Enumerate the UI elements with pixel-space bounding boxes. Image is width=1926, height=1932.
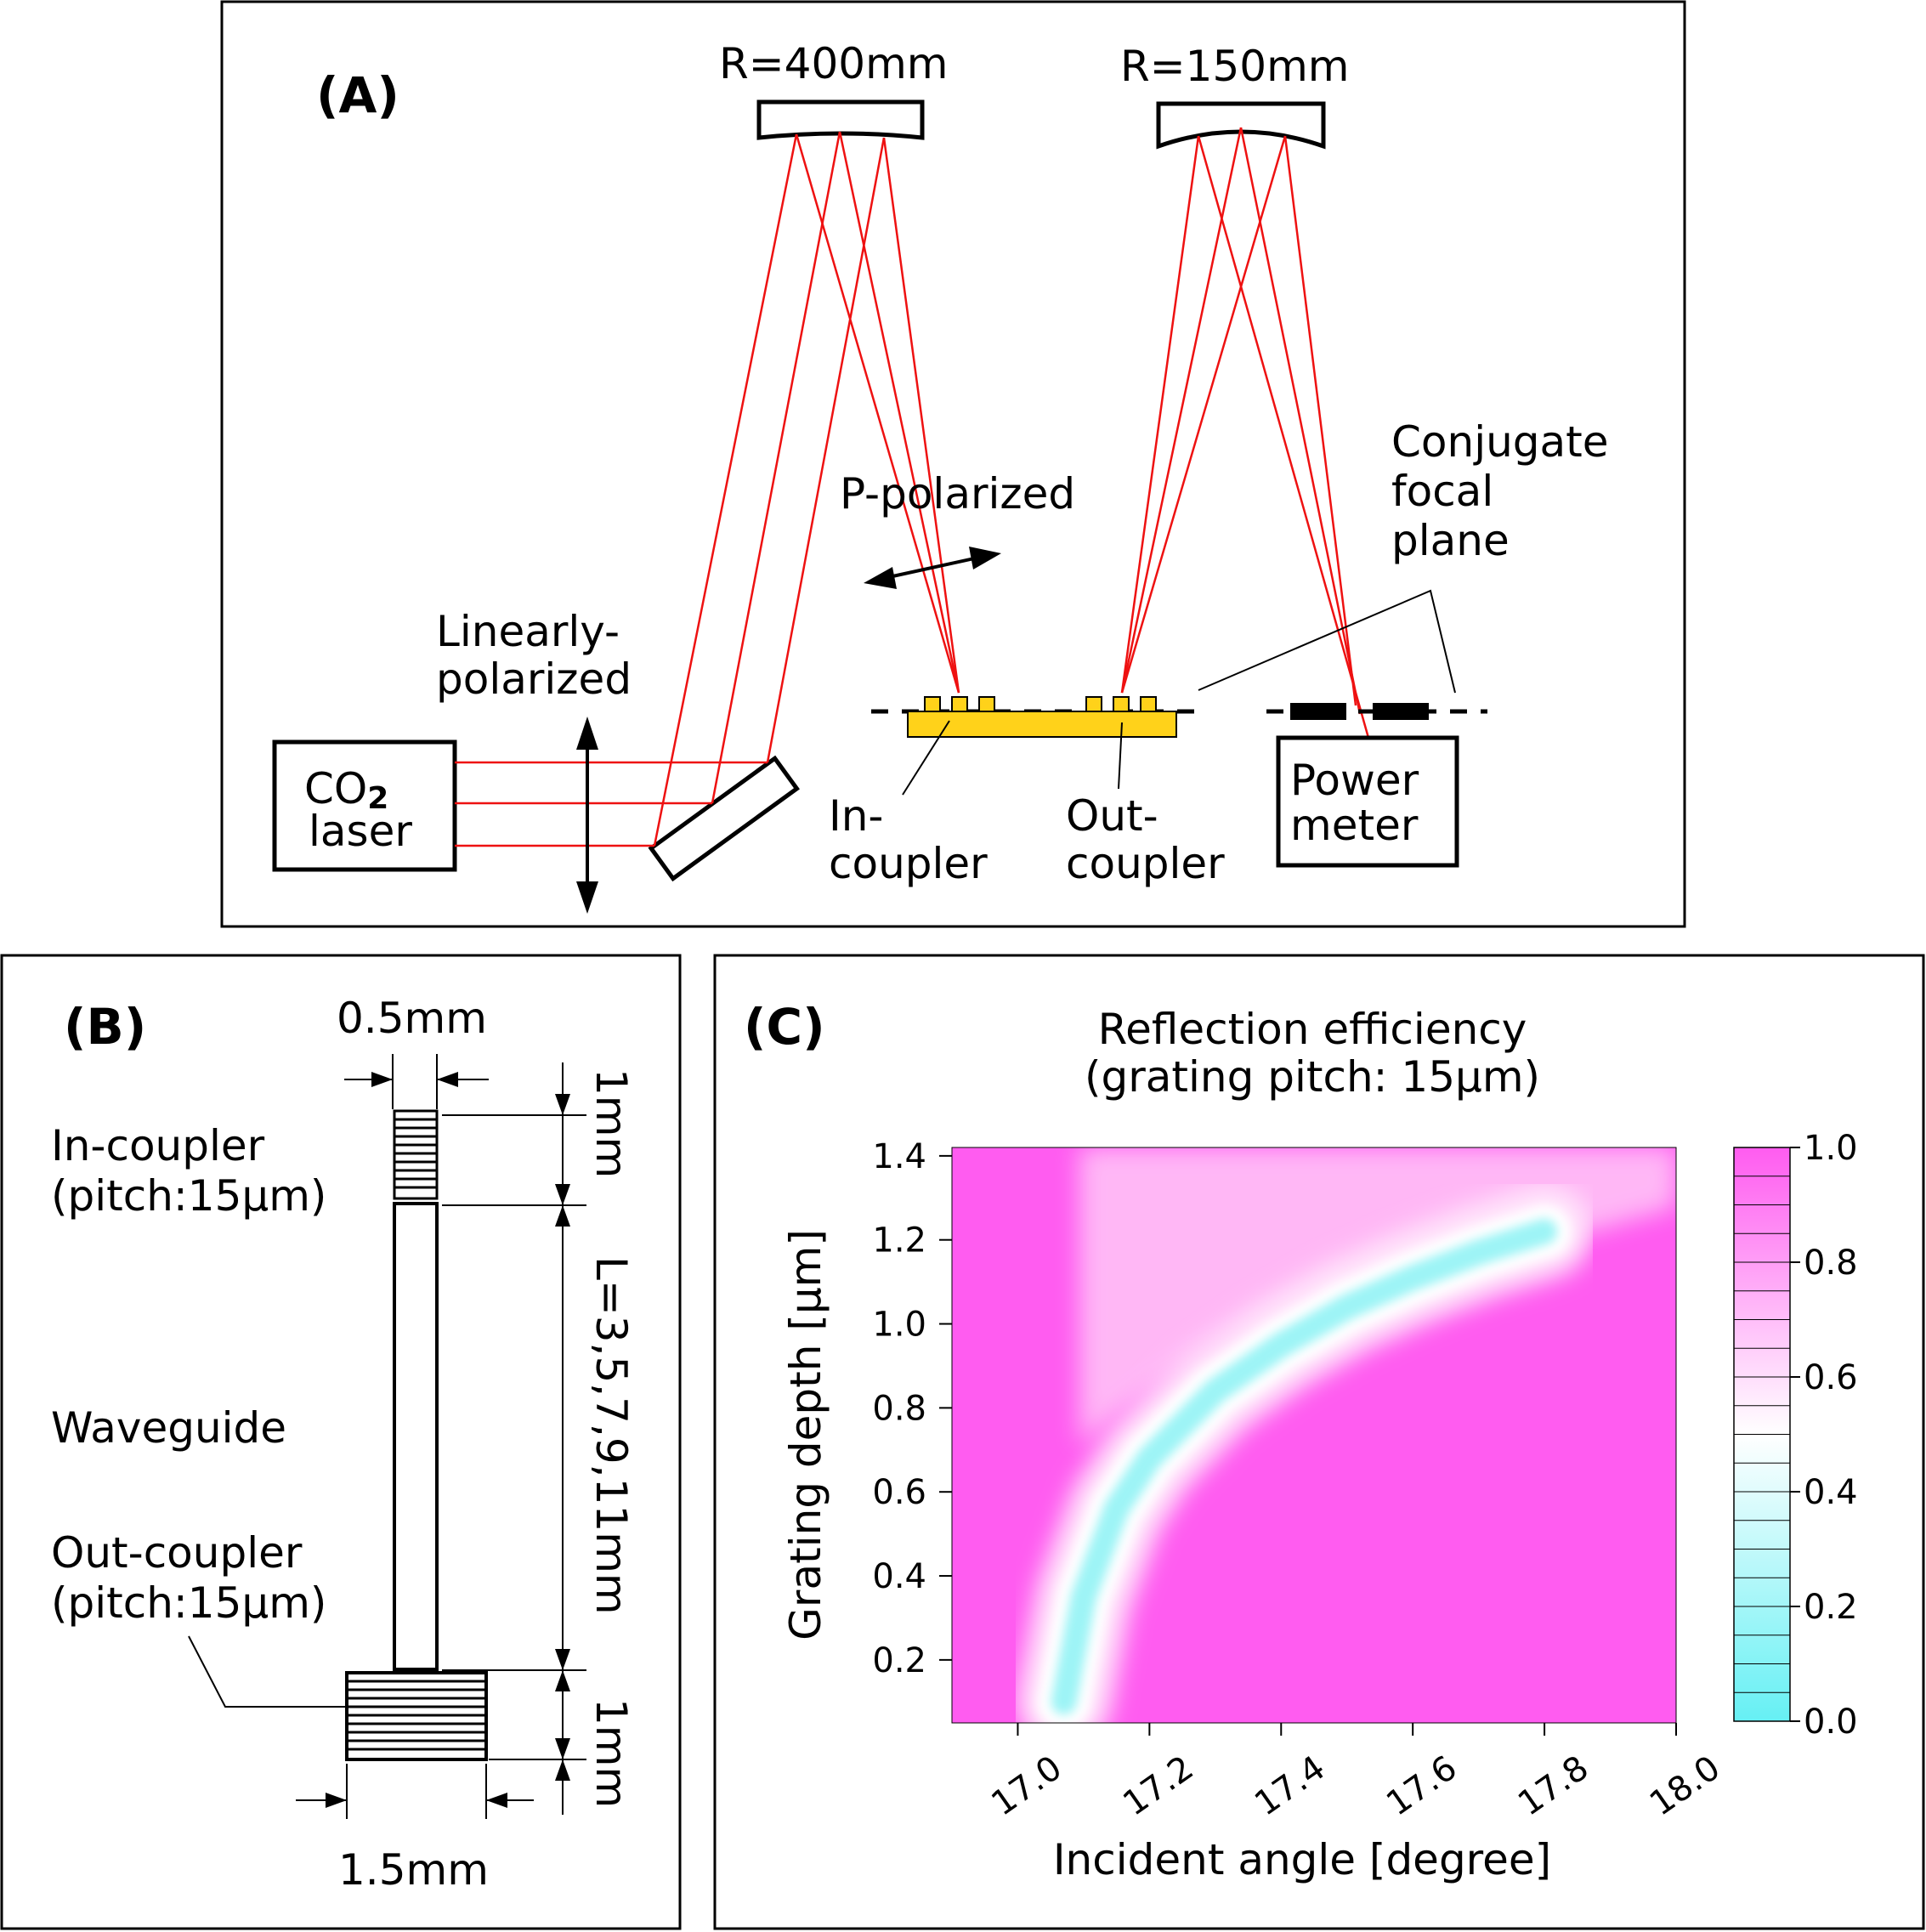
x-axis-label: Incident angle [degree] xyxy=(1053,1835,1551,1884)
curved-mirror-150 xyxy=(1156,101,1326,150)
out-coupler-title: Out-coupler xyxy=(51,1528,303,1578)
panel-c: (C) Reflection efficiency (grating pitch… xyxy=(713,954,1925,1930)
colorbar-tick-label: 0.0 xyxy=(1804,1703,1858,1742)
colorbar-tick-label: 0.2 xyxy=(1804,1588,1858,1627)
colorbar-contour-lines xyxy=(1734,1176,1790,1693)
width-top-label: 0.5mm xyxy=(337,994,487,1043)
panel-a-frame xyxy=(220,0,1686,928)
laser-label-co: CO2 xyxy=(304,764,388,816)
p-polarized-label: P-polarized xyxy=(840,469,1075,518)
panel-b-frame xyxy=(0,954,682,1930)
beam-up-1 xyxy=(766,137,886,763)
beam-out-up-3 xyxy=(1120,135,1287,694)
colorbar-tick-label: 0.6 xyxy=(1804,1358,1858,1397)
chart-title-line2: (grating pitch: 15µm) xyxy=(1085,1052,1540,1102)
beam-pm-1 xyxy=(1197,135,1370,739)
len-mid-label: L=3,5,7,9,11mm xyxy=(586,1256,636,1615)
beam-out-up-2 xyxy=(1120,127,1243,694)
linearly-polarized-label-1: Linearly- xyxy=(436,607,620,656)
out-coupler-leader-b xyxy=(188,1635,347,1708)
out-coupler-label-2: coupler xyxy=(1066,839,1225,888)
x-tick-label: 18.0 xyxy=(1643,1748,1727,1824)
in-coupler-grating xyxy=(393,1109,439,1200)
aperture-block-left xyxy=(1290,703,1346,720)
x-axis: 17.0 17.2 17.4 17.6 17.8 18.0 xyxy=(984,1723,1727,1824)
out-coupler-label-1: Out- xyxy=(1066,791,1158,841)
flat-mirror xyxy=(648,755,800,882)
power-meter-label-2: meter xyxy=(1290,801,1419,850)
beam-up-2 xyxy=(711,131,841,804)
beam-pm-3 xyxy=(1283,135,1357,706)
curved-mirror-400 xyxy=(756,99,925,140)
len-top-label: 1mm xyxy=(586,1068,636,1178)
x-tick-label: 17.8 xyxy=(1511,1748,1595,1824)
beam-down-3 xyxy=(882,137,960,694)
panel-a: (A) R=400mm R=150mm CO2 laser xyxy=(220,0,1686,928)
out-coupler-grating xyxy=(345,1671,488,1761)
in-coupler-title: In-coupler xyxy=(51,1121,265,1170)
y-tick-label: 1.2 xyxy=(872,1221,926,1261)
len-bot-label: 1mm xyxy=(586,1698,636,1808)
colorbar-tick-label: 1.0 xyxy=(1804,1129,1858,1168)
colorbar: 0.0 0.2 0.4 0.6 0.8 1.0 xyxy=(1733,1129,1858,1742)
colorbar-ticks: 0.0 0.2 0.4 0.6 0.8 1.0 xyxy=(1790,1129,1858,1742)
p-polarization-arrow xyxy=(864,547,1001,589)
laser-label-laser: laser xyxy=(309,807,412,856)
in-coupler-label-1: In- xyxy=(829,791,883,841)
mirror1-label: R=400mm xyxy=(719,39,948,88)
beam-pm-2 xyxy=(1239,127,1362,715)
conjugate-label-2: focal xyxy=(1391,467,1493,516)
power-meter-box xyxy=(1276,735,1459,868)
in-coupler-pitch: (pitch:15µm) xyxy=(51,1171,326,1221)
panel-c-frame xyxy=(713,954,1925,1930)
width-bottom-label: 1.5mm xyxy=(338,1845,489,1895)
conjugate-label-1: Conjugate xyxy=(1391,417,1609,467)
plot-frame xyxy=(951,1147,1677,1724)
waveguide-strip xyxy=(393,1202,439,1671)
in-coupler-leader xyxy=(902,720,950,796)
y-tick-label: 0.2 xyxy=(872,1641,926,1680)
beam-down-1 xyxy=(795,133,960,694)
out-coupler-leader xyxy=(1118,722,1123,790)
grating-chip xyxy=(907,696,1177,738)
x-tick-label: 17.4 xyxy=(1248,1748,1332,1824)
y-axis-label: Grating depth [µm] xyxy=(781,1229,830,1640)
chart-title-line1: Reflection efficiency xyxy=(1098,1005,1527,1054)
x-tick-label: 17.6 xyxy=(1379,1748,1464,1824)
y-tick-label: 0.6 xyxy=(872,1473,926,1512)
linearly-polarized-label-2: polarized xyxy=(436,654,632,704)
beam-out-up-1 xyxy=(1120,135,1200,694)
y-tick-label: 1.4 xyxy=(872,1137,926,1176)
panel-b: (B) 0.5mm xyxy=(0,954,682,1930)
x-tick-label: 17.2 xyxy=(1116,1748,1200,1824)
panel-c-label: (C) xyxy=(744,998,825,1056)
heatmap-ridge-cyan xyxy=(1051,1218,1558,1715)
y-tick-label: 1.0 xyxy=(872,1306,926,1345)
conjugate-leader xyxy=(1198,589,1456,694)
mirror2-label: R=150mm xyxy=(1120,42,1349,91)
vertical-polarization-arrow xyxy=(576,717,598,914)
beam-up-3 xyxy=(653,133,798,847)
colorbar-tick-label: 0.4 xyxy=(1804,1473,1858,1512)
y-tick-label: 0.4 xyxy=(872,1557,926,1596)
power-meter-label-1: Power xyxy=(1290,756,1419,805)
in-coupler-label-2: coupler xyxy=(829,839,988,888)
x-tick-label: 17.0 xyxy=(984,1748,1068,1824)
y-axis: 0.2 0.4 0.6 0.8 1.0 1.2 1.4 xyxy=(872,1137,952,1680)
colorbar-tick-label: 0.8 xyxy=(1804,1244,1858,1283)
y-tick-label: 0.8 xyxy=(872,1389,926,1428)
beam-down-2 xyxy=(838,131,960,694)
panel-a-label: (A) xyxy=(316,66,399,124)
conjugate-label-3: plane xyxy=(1391,516,1510,565)
panel-b-label: (B) xyxy=(64,998,146,1056)
heatmap-plot xyxy=(952,1147,1676,1723)
aperture-block-right xyxy=(1373,703,1429,720)
out-coupler-pitch: (pitch:15µm) xyxy=(51,1578,326,1628)
waveguide-title: Waveguide xyxy=(51,1403,286,1453)
co2-laser-box xyxy=(272,739,457,872)
